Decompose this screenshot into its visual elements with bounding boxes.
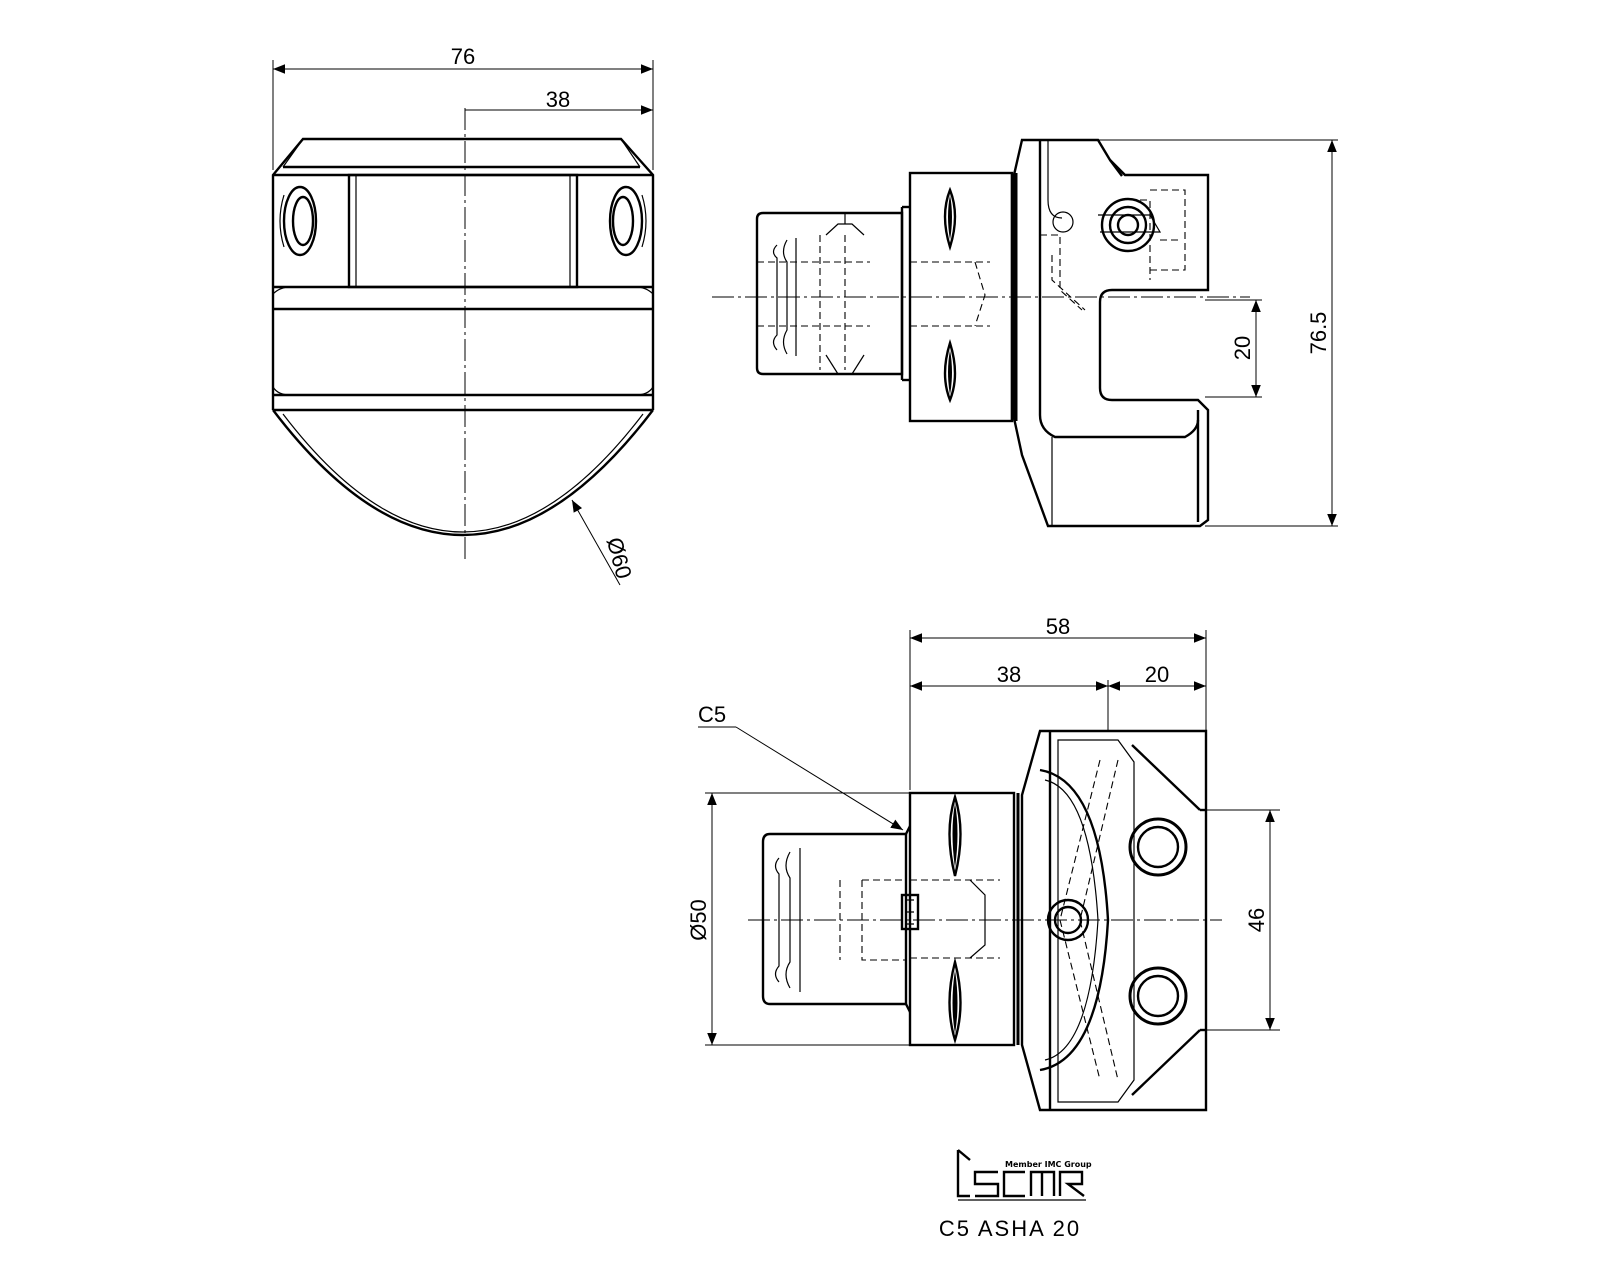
dim-head-20: 20 [1145, 662, 1169, 687]
dim-half-width-38: 38 [546, 87, 570, 112]
dim-diameter-60: Ø60 [602, 535, 637, 582]
iscar-logo: Member IMC Group [956, 1149, 1092, 1201]
logo-tagline: Member IMC Group [1005, 1160, 1092, 1169]
side-view: 76.5 20 [712, 138, 1338, 528]
dim-slot-20: 20 [1230, 336, 1255, 360]
dim-width-76: 76 [451, 44, 475, 69]
dim-flange-diameter-50: Ø50 [686, 899, 711, 941]
top-view: 58 38 20 C5 Ø50 [686, 614, 1280, 1112]
dim-pitch-46: 46 [1244, 908, 1269, 932]
label-chamfer-c5: C5 [698, 702, 726, 727]
part-caption: C5 ASHA 20 [939, 1216, 1081, 1241]
dim-overall-58: 58 [1046, 614, 1070, 639]
dim-body-38: 38 [997, 662, 1021, 687]
front-view: 76 38 Ø60 [271, 44, 655, 586]
dim-height-76-5: 76.5 [1306, 312, 1331, 355]
